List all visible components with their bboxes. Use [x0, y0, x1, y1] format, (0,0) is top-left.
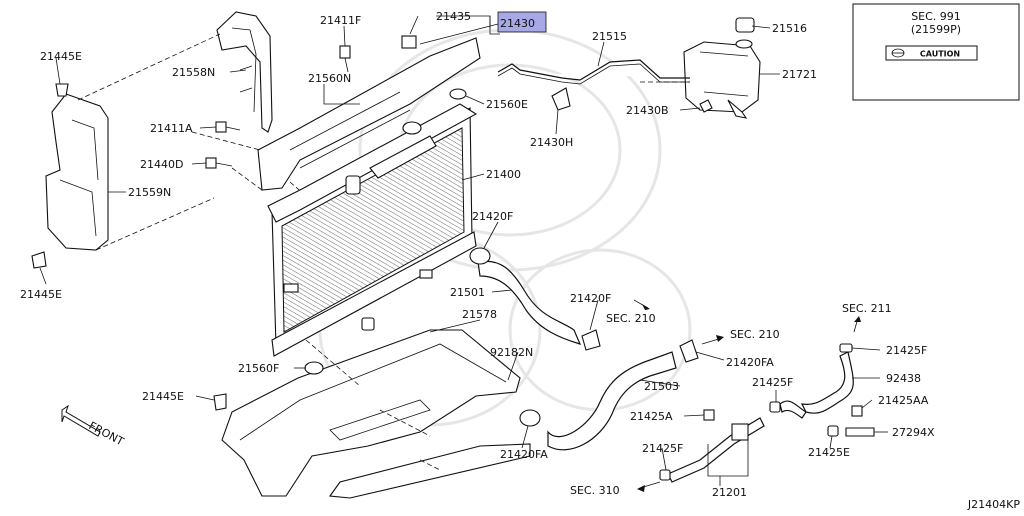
caution-sec-label: SEC. 991: [911, 10, 961, 23]
front-arrow-icon: [61, 404, 101, 437]
arrow-sec210-b: [701, 335, 724, 345]
label-21430b: 21430B: [626, 104, 669, 117]
label-21560n: 21560N: [308, 72, 351, 85]
label-sec310: SEC. 310: [570, 484, 620, 497]
label-21721: 21721: [782, 68, 817, 81]
bracket-21560n: [257, 37, 481, 191]
label-21420fa-a: 21420FA: [726, 356, 774, 369]
label-sec210-a: SEC. 210: [606, 312, 656, 325]
air-guide-21558n: [216, 11, 273, 133]
arrow-sec310: [637, 481, 661, 492]
hose-clamp-21425f-low: [659, 469, 671, 481]
label-21515: 21515: [592, 30, 627, 43]
hose-clamp-21425a: [703, 409, 715, 421]
shroud-21578: [221, 329, 531, 499]
label-sec210-b: SEC. 210: [730, 328, 780, 341]
label-21425f-top: 21425F: [886, 344, 927, 357]
highlight-21430: [497, 11, 547, 33]
hose-clamp-21420fa-b: [519, 409, 541, 427]
part-labels: 21435 21430 21411F 21515 21516 21445E 21…: [20, 10, 1020, 511]
label-21560f: 21560F: [238, 362, 279, 375]
label-21435: 21435: [436, 10, 471, 23]
hose-clamp-21420f-b: [581, 329, 601, 351]
label-21445e-bottom: 21445E: [20, 288, 62, 301]
label-21503: 21503: [644, 380, 679, 393]
bolt-21425aa: [851, 405, 863, 417]
caution-label: CAUTION: [920, 50, 960, 59]
caution-reference-box: SEC. 991 (21599P) CAUTION: [852, 3, 1020, 101]
label-21501: 21501: [450, 286, 485, 299]
label-92182n: 92182N: [490, 346, 533, 359]
lower-hose-21503: [547, 351, 677, 451]
label-21425f-mid: 21425F: [752, 376, 793, 389]
label-21559n: 21559N: [128, 186, 171, 199]
bolt-21440d: [205, 157, 233, 169]
overflow-hose-21515: [497, 59, 690, 85]
label-21578: 21578: [462, 308, 497, 321]
label-21411f: 21411F: [320, 14, 361, 27]
bracket-27294x: [845, 427, 875, 437]
grommet-21560f: [304, 361, 324, 375]
clip-21445e-shroud: [213, 393, 227, 411]
hose-clamp-21425e: [827, 425, 839, 437]
bolt-21411f: [339, 45, 351, 73]
hose-clamp-21425f-mid: [769, 401, 781, 413]
hose-clamp-21420f-a: [469, 247, 491, 265]
label-21445e-shroud: 21445E: [142, 390, 184, 403]
label-21425f-low: 21425F: [642, 442, 683, 455]
diagram-code: J21404KP: [967, 498, 1020, 511]
label-21400: 21400: [486, 168, 521, 181]
label-27294x: 27294X: [892, 426, 935, 439]
caution-symbol-icon: [891, 48, 905, 58]
reservoir-tank-21721: [683, 41, 761, 119]
caution-part-label: (21599P): [911, 23, 961, 36]
radiator-21400: [267, 103, 478, 357]
label-21420f-a: 21420F: [472, 210, 513, 223]
label-21420f-b: 21420F: [570, 292, 611, 305]
clip-21430b: [699, 99, 713, 113]
hose-clamp-21420fa-a: [679, 339, 699, 363]
clip-21430: [401, 35, 417, 49]
water-pipe-21201: [667, 417, 765, 483]
reservoir-cap-21516: [735, 17, 755, 49]
label-21420fa-b: 21420FA: [500, 448, 548, 461]
label-21425a: 21425A: [630, 410, 673, 423]
clip-21445e-bottom: [31, 251, 47, 269]
label-21516: 21516: [772, 22, 807, 35]
label-sec211: SEC. 211: [842, 302, 892, 315]
label-21430[interactable]: 21430: [500, 17, 535, 30]
upper-hose-21501: [477, 260, 582, 345]
label-21411a: 21411A: [150, 122, 193, 135]
arrow-sec211: [853, 316, 861, 333]
label-21430h: 21430H: [530, 136, 573, 149]
hose-clamp-21425f-top: [839, 343, 853, 353]
label-21201: 21201: [712, 486, 747, 499]
water-hose-92438: [779, 351, 854, 419]
label-21425e: 21425E: [808, 446, 850, 459]
clip-21445e-top: [55, 83, 69, 97]
label-21558n: 21558N: [172, 66, 215, 79]
leader-lines: [39, 15, 888, 486]
label-21440d: 21440D: [140, 158, 183, 171]
front-label: FRONT: [87, 419, 127, 448]
label-92438: 92438: [886, 372, 921, 385]
label-21560e: 21560E: [486, 98, 528, 111]
bolt-21411a: [215, 121, 241, 133]
air-guide-21559n: [45, 93, 109, 251]
grommet-21560e: [449, 88, 467, 100]
hose-clip-21430h: [551, 87, 571, 111]
label-21445e-top: 21445E: [40, 50, 82, 63]
dashed-guides-lower: [305, 339, 441, 471]
label-21425aa: 21425AA: [878, 394, 929, 407]
arrow-sec210-a: [633, 299, 650, 310]
